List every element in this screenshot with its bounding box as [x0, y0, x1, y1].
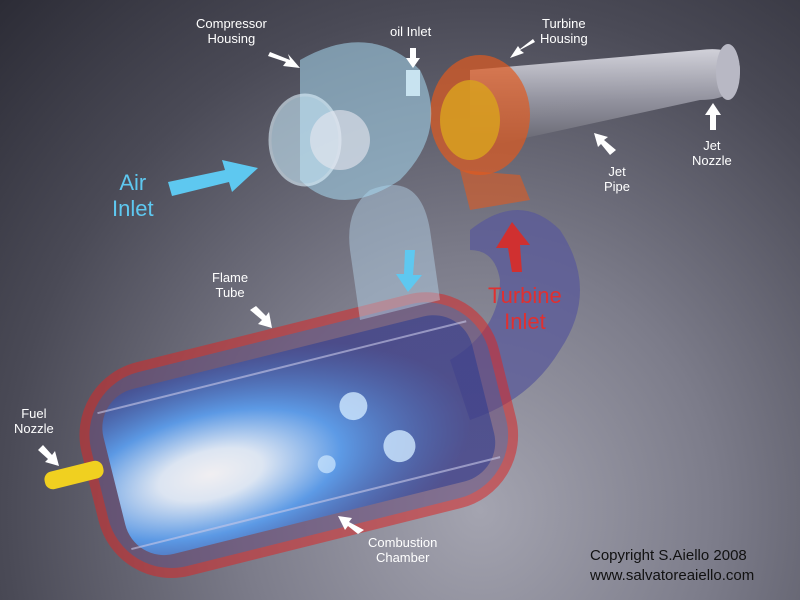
label-oil-inlet: oil Inlet: [390, 24, 432, 39]
arrow-jet-pipe: [594, 133, 616, 155]
label-fuel-nozzle: Fuel Nozzle: [14, 406, 54, 436]
copyright: Copyright S.Aiello 2008 www.salvatoreaie…: [590, 546, 754, 586]
arrow-compressor: [268, 52, 300, 68]
air-inlet-arrow: [168, 160, 258, 196]
label-compressor-housing: Compressor Housing: [196, 16, 267, 46]
jet-pipe: [470, 49, 740, 150]
label-turbine-housing: Turbine Housing: [540, 16, 588, 46]
arrow-turbine: [510, 39, 535, 58]
air-flow-down-arrow: [396, 250, 422, 292]
arrow-combustion: [338, 516, 364, 534]
compressor-housing: [268, 42, 432, 200]
label-turbine-inlet: Turbine Inlet: [488, 283, 562, 334]
arrow-flame-tube: [250, 306, 272, 328]
fuel-nozzle: [44, 460, 104, 490]
turbine-housing: [430, 55, 530, 210]
label-jet-pipe: Jet Pipe: [604, 164, 631, 194]
arrow-jet-nozzle: [705, 103, 721, 130]
arrow-fuel-nozzle: [38, 445, 59, 466]
copyright-line: Copyright S.Aiello 2008: [590, 547, 747, 564]
label-air-inlet: Air Inlet: [112, 170, 154, 221]
copyright-url: www.salvatoreaiello.com: [590, 567, 755, 584]
compressor-outlet-duct: [349, 185, 440, 320]
arrow-oil: [406, 48, 420, 68]
label-flame-tube: Flame Tube: [212, 270, 249, 300]
combustion-chamber: [79, 292, 519, 578]
pointer-arrows: [38, 39, 721, 534]
label-combustion-chamber: Combustion Chamber: [368, 535, 438, 565]
turbine-inlet-arrow: [496, 222, 530, 272]
label-jet-nozzle: Jet Nozzle: [692, 138, 732, 168]
